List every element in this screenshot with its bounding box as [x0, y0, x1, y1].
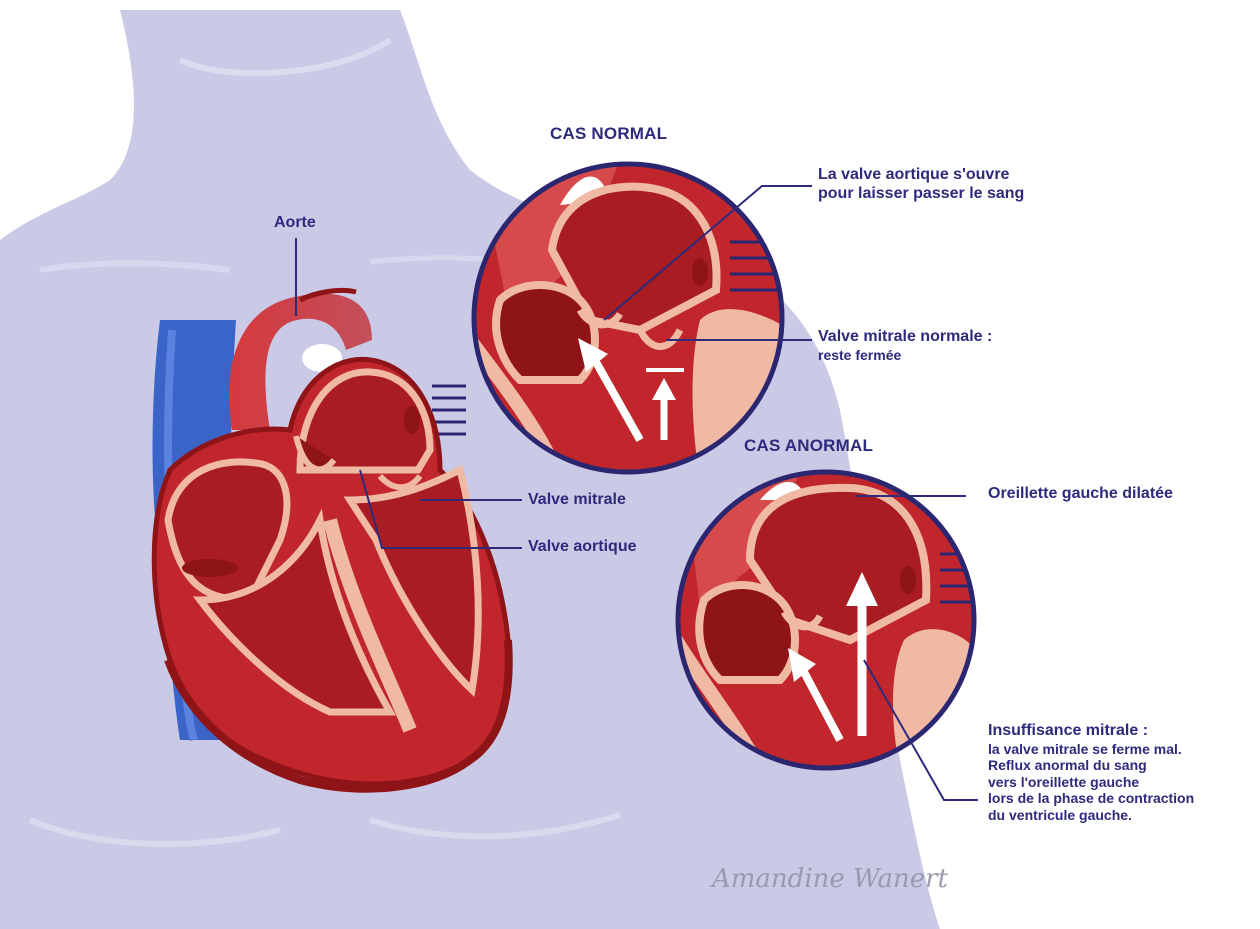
aortic-open-line1: La valve aortique s'ouvre: [818, 166, 1024, 185]
abnormal-case-title: CAS ANORMAL: [744, 436, 873, 456]
abnormal-case-inset: [676, 470, 976, 770]
aorta-label: Aorte: [274, 214, 316, 233]
insufficiency-title: Insuffisance mitrale :: [988, 722, 1194, 741]
mitral-normal-line2: reste fermée: [818, 347, 992, 364]
torso-silhouette: [0, 10, 940, 929]
insufficiency-line-4: lors de la phase de contraction: [988, 790, 1194, 807]
mitral-normal-label: Valve mitrale normale : reste fermée: [818, 328, 992, 363]
insufficiency-line-2: Reflux anormal du sang: [988, 757, 1194, 774]
aortic-open-line2: pour laisser passer le sang: [818, 185, 1024, 204]
aortic-open-label: La valve aortique s'ouvre pour laisser p…: [818, 166, 1024, 204]
mitral-insufficiency-label: Insuffisance mitrale : la valve mitrale …: [988, 722, 1194, 823]
normal-case-title: CAS NORMAL: [550, 124, 667, 144]
mitral-valve-label: Valve mitrale: [528, 491, 626, 510]
insufficiency-line-1: la valve mitrale se ferme mal.: [988, 741, 1194, 758]
artist-signature: Amandine Wanert: [712, 864, 948, 894]
aortic-valve-label: Valve aortique: [528, 538, 637, 557]
mitral-normal-line1: Valve mitrale normale :: [818, 328, 992, 347]
insufficiency-line-5: du ventricule gauche.: [988, 807, 1194, 824]
dilated-atrium-label: Oreillette gauche dilatée: [988, 485, 1173, 504]
insufficiency-line-3: vers l'oreillette gauche: [988, 774, 1194, 791]
